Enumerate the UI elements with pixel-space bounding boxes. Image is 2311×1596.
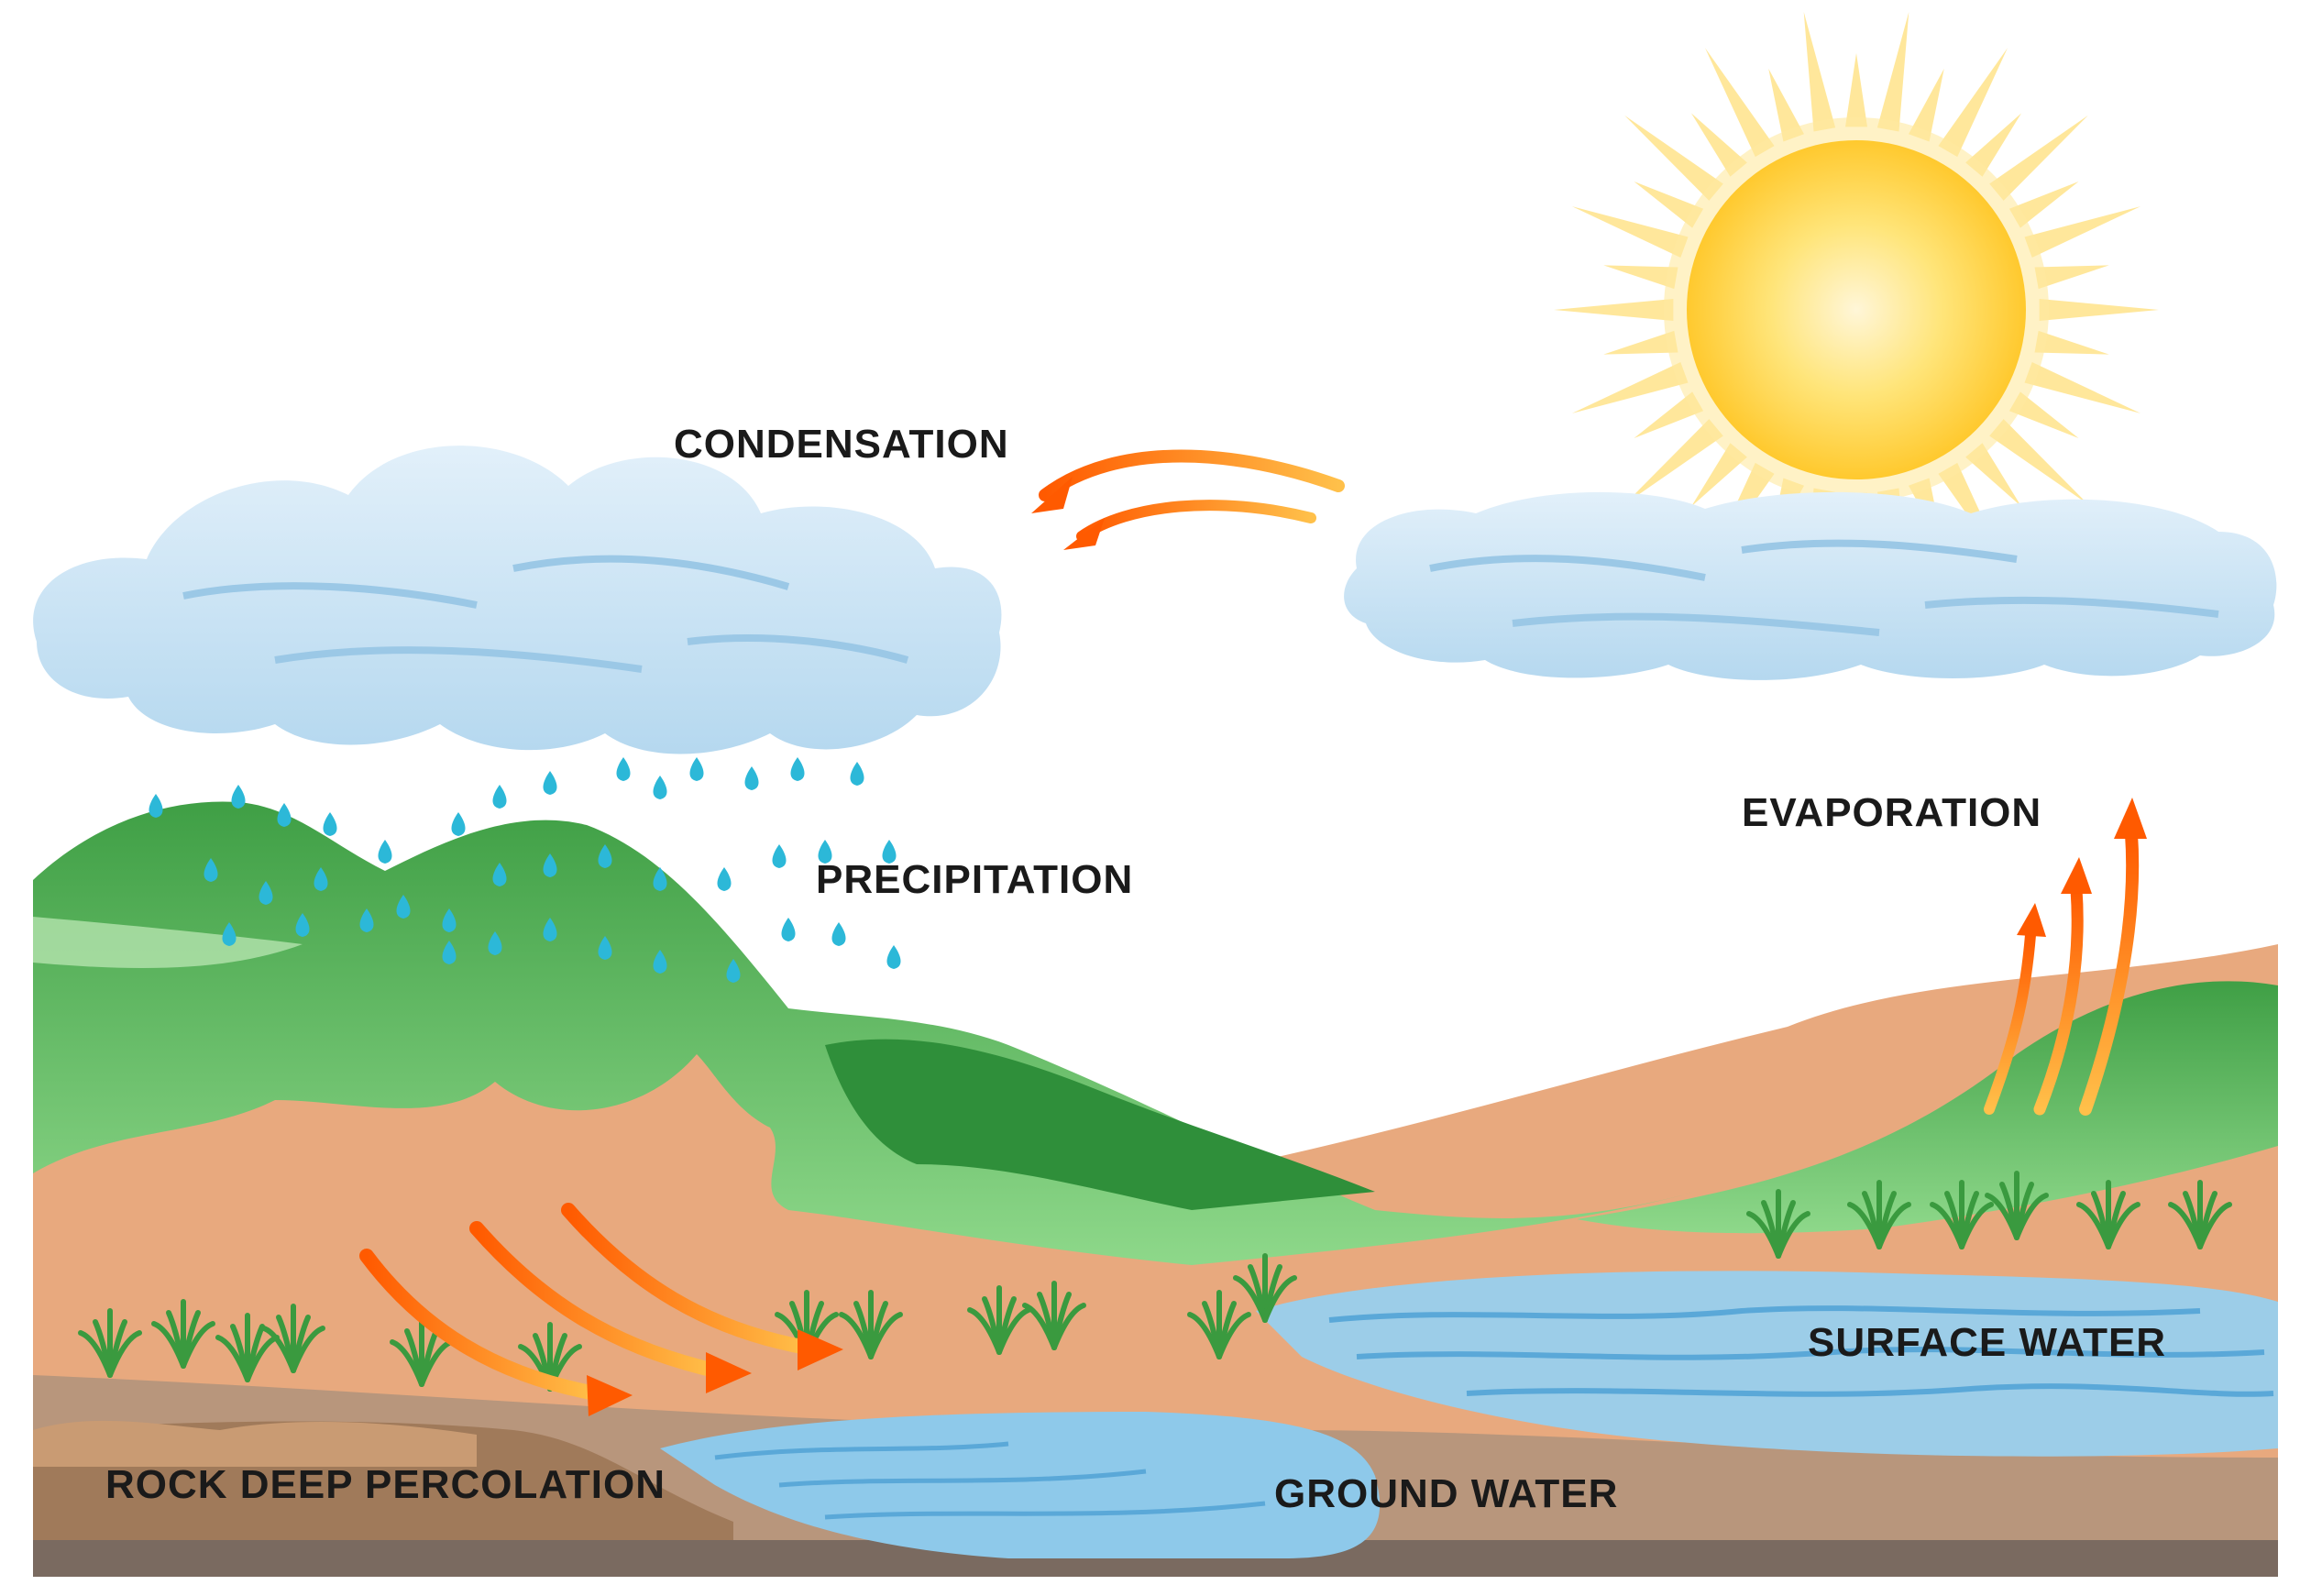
- rain-cloud: [33, 446, 1002, 754]
- precipitation-label: PRECIPITATION: [816, 857, 1134, 902]
- condensation-label: CONDENSATION: [674, 422, 1009, 467]
- condensation-arrows: [1031, 449, 1345, 550]
- evaporation-arrows: [1984, 798, 2147, 1116]
- rain-drops: [149, 757, 901, 983]
- evaporation-label: EVAPORATION: [1742, 790, 2042, 835]
- grass-tufts: [78, 1171, 2232, 1392]
- surface-water-lake: [1256, 1271, 2278, 1457]
- evaporation-cloud: [1344, 491, 2277, 680]
- surface-water-label: SURFACE WATER: [1808, 1320, 2167, 1365]
- percolation-arrows: [359, 1203, 843, 1416]
- ground-water-pool: [660, 1412, 1381, 1558]
- ground-water-label: GROUND WATER: [1274, 1471, 1619, 1516]
- rock-deep-percolation-label: ROCK DEEP PERCOLATION: [105, 1462, 666, 1507]
